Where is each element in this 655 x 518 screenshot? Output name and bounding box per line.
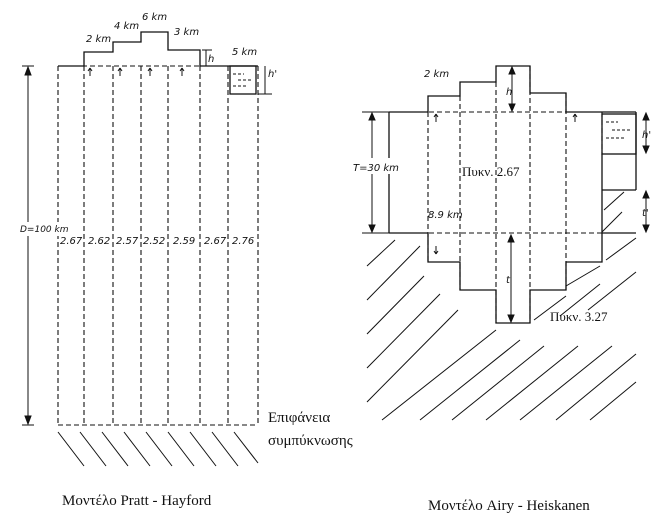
pratt-arrows xyxy=(88,68,184,76)
pratt-height-label: 5 km xyxy=(232,47,257,58)
pratt-depth-label: D=100 km xyxy=(20,225,69,235)
pratt-depth-arrow xyxy=(22,66,34,425)
airy-heiskanen-model: 2 km h h' T=30 km Πυκν. 2.67 8.9 km xyxy=(352,66,651,514)
airy-heiskanen-caption: Μοντέλο Airy - Heiskanen xyxy=(428,498,590,514)
compensation-surface-label-line2: συμπύκνωσης xyxy=(268,433,353,449)
airy-mantle-density: Πυκν. 3.27 xyxy=(550,309,608,324)
pratt-density: 2.67 xyxy=(204,236,227,247)
pratt-height-label: 2 km xyxy=(86,34,111,45)
airy-height-label: 2 km xyxy=(424,69,449,80)
airy-h-label: h xyxy=(506,87,512,98)
pratt-density: 2.62 xyxy=(88,236,110,247)
pratt-height-label: 3 km xyxy=(174,27,199,38)
pratt-height-label: 6 km xyxy=(142,12,167,23)
pratt-h-prime-label: h' xyxy=(268,69,277,80)
pratt-height-label: 4 km xyxy=(114,21,139,32)
pratt-hayford-model: 2 km 4 km 6 km 3 km 5 km h h' D=100 km 2… xyxy=(19,12,353,509)
airy-crust-density: Πυκν. 2.67 xyxy=(462,164,520,179)
pratt-density: 2.59 xyxy=(173,236,195,247)
pratt-h-label: h xyxy=(208,54,214,65)
airy-root-depth-label: 8.9 km xyxy=(428,210,463,221)
pratt-density: 2.76 xyxy=(232,236,254,247)
pratt-density: 2.57 xyxy=(116,236,139,247)
airy-h-prime-label: h' xyxy=(642,130,651,141)
airy-thickness-label: T=30 km xyxy=(353,163,399,174)
pratt-density: 2.52 xyxy=(143,236,165,247)
compensation-surface-label-line1: Επιφάνεια xyxy=(268,410,330,426)
pratt-hatching xyxy=(58,432,258,466)
pratt-hayford-caption: Μοντέλο Pratt - Hayford xyxy=(62,493,212,509)
airy-hatching xyxy=(367,192,636,420)
airy-water-body xyxy=(602,114,636,154)
pratt-density: 2.67 xyxy=(60,236,83,247)
airy-t-label: t xyxy=(506,275,511,286)
airy-t-prime-label: t' xyxy=(642,208,649,219)
